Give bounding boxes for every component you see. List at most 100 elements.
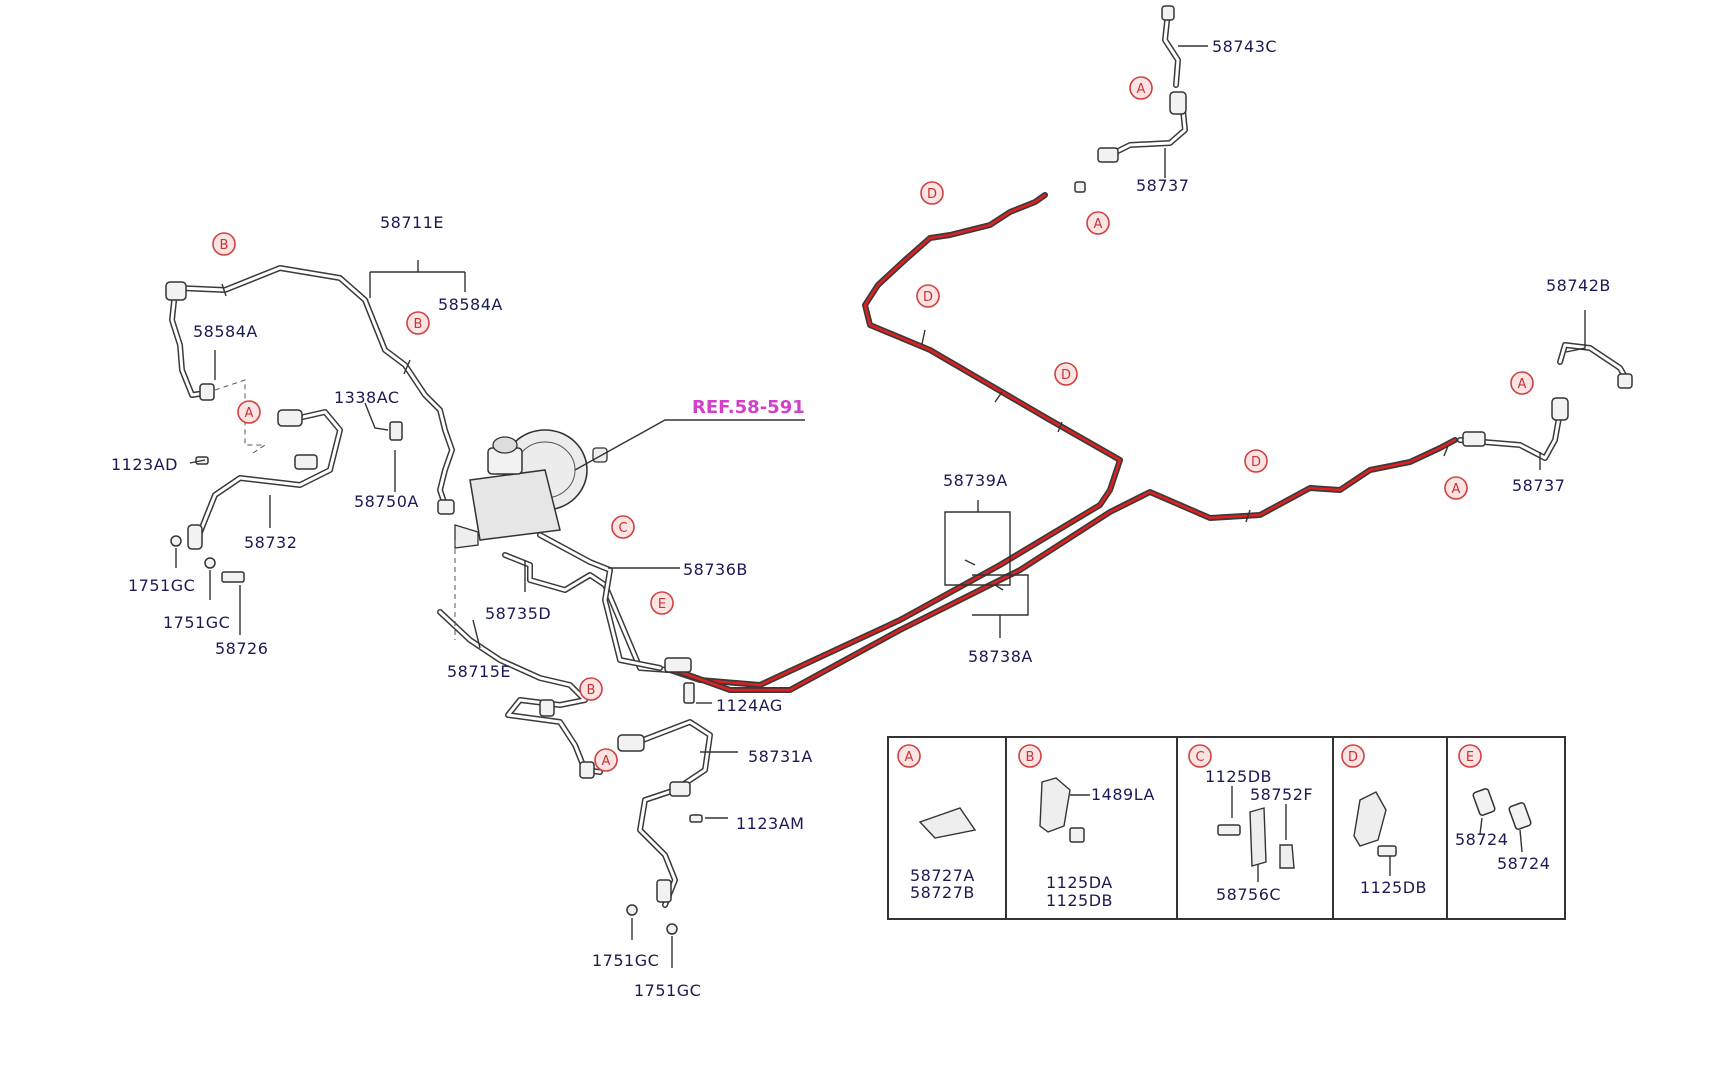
svg-text:1125DA: 1125DA bbox=[1046, 873, 1113, 892]
grommet-58724-icon bbox=[1508, 802, 1532, 830]
svg-text:A: A bbox=[1452, 482, 1461, 497]
label-58726: 58726 bbox=[215, 639, 268, 658]
fitting-58584a-left bbox=[199, 383, 215, 401]
tube-58737-right bbox=[1457, 342, 1631, 461]
fasteners bbox=[170, 456, 703, 935]
clip-b-lower bbox=[539, 699, 555, 717]
svg-text:A: A bbox=[602, 754, 611, 769]
label-58750a: 58750A bbox=[354, 492, 419, 511]
bolt-1125db-d-icon bbox=[1377, 845, 1397, 857]
svg-text:A: A bbox=[1518, 377, 1527, 392]
grommet-58724-icon bbox=[1472, 788, 1496, 816]
label-1751gc-b: 1751GC bbox=[163, 613, 230, 632]
label-58731a: 58731A bbox=[748, 747, 813, 766]
label-1123ad: 1123AD bbox=[111, 455, 178, 474]
label-1124ag: 1124AG bbox=[716, 696, 783, 715]
ref-label[interactable]: REF.58-591 bbox=[692, 397, 805, 418]
svg-text:58727B: 58727B bbox=[910, 883, 975, 902]
fitting-58732-top bbox=[277, 409, 303, 427]
svg-text:58756C: 58756C bbox=[1216, 885, 1281, 904]
fitting-58750a bbox=[437, 499, 455, 515]
master-cylinder-booster bbox=[454, 429, 608, 549]
reservoir-cap bbox=[492, 436, 518, 454]
svg-text:1125DB: 1125DB bbox=[1360, 878, 1427, 897]
callout-c: C bbox=[611, 515, 635, 539]
callout-b: B bbox=[406, 311, 430, 335]
washer-1751gc-b bbox=[204, 557, 216, 569]
tube-58731a bbox=[627, 719, 713, 908]
label-58584a-left: 58584A bbox=[193, 322, 258, 341]
bracket-58756c-icon bbox=[1249, 807, 1267, 867]
label-58737-top: 58737 bbox=[1136, 176, 1189, 195]
svg-text:C: C bbox=[618, 521, 627, 536]
label-1123am: 1123AM bbox=[736, 814, 804, 833]
callout-e: E bbox=[650, 591, 674, 615]
label-58742b: 58742B bbox=[1546, 276, 1611, 295]
fitting-58732-bottom bbox=[187, 524, 203, 550]
legend-cell-e: E 58724 58724 bbox=[1455, 744, 1550, 873]
washer-1751gc-a bbox=[170, 535, 182, 547]
washer-1751gc-c bbox=[626, 904, 638, 916]
legend-table: A 58727A 58727B B 1489LA 1125DA 1125DB C… bbox=[887, 736, 1566, 920]
svg-text:B: B bbox=[587, 683, 596, 698]
bolt-1124ag bbox=[683, 682, 695, 704]
callout-d: D bbox=[920, 181, 944, 205]
label-58737-right: 58737 bbox=[1512, 476, 1565, 495]
label-58736b: 58736B bbox=[683, 560, 748, 579]
label-58739a: 58739A bbox=[943, 471, 1008, 490]
bracket-58731a bbox=[669, 781, 691, 797]
callout-a: A bbox=[237, 400, 261, 424]
svg-text:58727A: 58727A bbox=[910, 866, 975, 885]
label-1751gc-d: 1751GC bbox=[634, 981, 701, 1000]
label-58584a-right: 58584A bbox=[438, 295, 503, 314]
label-1751gc-c: 1751GC bbox=[592, 951, 659, 970]
svg-text:C: C bbox=[1195, 750, 1204, 765]
fitting-58737-right-top bbox=[1551, 397, 1569, 421]
callout-a: A bbox=[1086, 211, 1110, 235]
callout-a: A bbox=[1129, 76, 1153, 100]
bolt-58726 bbox=[221, 571, 245, 583]
callout-b: B bbox=[579, 677, 603, 701]
svg-text:A: A bbox=[245, 406, 254, 421]
fitting-58731a-bottom bbox=[656, 879, 672, 903]
tube-58737-top bbox=[1107, 9, 1188, 158]
svg-text:58752F: 58752F bbox=[1250, 785, 1313, 804]
svg-text:D: D bbox=[1251, 455, 1261, 470]
label-58711e: 58711E bbox=[380, 213, 444, 232]
fitting-58737-top-right bbox=[1169, 91, 1187, 115]
svg-text:B: B bbox=[1026, 750, 1035, 765]
brake-tubes bbox=[169, 9, 1631, 908]
washer-1751gc-d bbox=[666, 923, 678, 935]
part-labels: REF.58-591 58743C 58737 58711E 58584A 58… bbox=[111, 37, 1611, 1000]
leader-lines bbox=[175, 45, 1586, 968]
callout-a: A bbox=[594, 748, 618, 772]
svg-text:58724: 58724 bbox=[1455, 830, 1508, 849]
label-58715e: 58715E bbox=[447, 662, 511, 681]
clip-58727-icon bbox=[918, 807, 977, 839]
callouts: A A A A A A B B B C D D D D E bbox=[212, 76, 1534, 772]
fitting-58742b-end bbox=[1617, 373, 1633, 389]
clamp-1489la-icon bbox=[1039, 777, 1071, 833]
fittings bbox=[165, 5, 1633, 903]
fitting-58715e-end bbox=[579, 761, 595, 779]
callout-a: A bbox=[1510, 371, 1534, 395]
clip-58752f-icon bbox=[1279, 844, 1295, 869]
svg-text:B: B bbox=[414, 317, 423, 332]
svg-text:58724: 58724 bbox=[1497, 854, 1550, 873]
svg-text:D: D bbox=[923, 290, 933, 305]
fitting-58737-right-left bbox=[1462, 431, 1486, 447]
svg-text:D: D bbox=[1061, 368, 1071, 383]
booster-check-valve bbox=[592, 447, 608, 463]
master-cylinder-body bbox=[469, 469, 561, 541]
tube-58732 bbox=[192, 409, 343, 548]
callout-a: A bbox=[1444, 476, 1468, 500]
clip-1338ac bbox=[389, 421, 403, 441]
fitting-left-top bbox=[165, 281, 187, 301]
callout-d: D bbox=[916, 284, 940, 308]
tube-58736b bbox=[537, 532, 663, 671]
legend-cell-b: B 1489LA 1125DA 1125DB bbox=[1018, 744, 1154, 910]
bolt-1125da-icon bbox=[1069, 827, 1085, 843]
fitting-58743c-end bbox=[1161, 5, 1175, 21]
fitting-upper-end bbox=[1074, 181, 1086, 193]
